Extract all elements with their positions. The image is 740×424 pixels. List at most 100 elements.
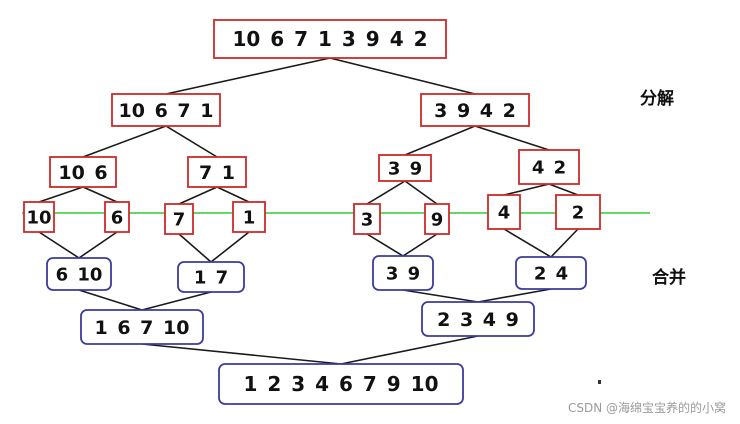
split-node-s5: 3 9 (378, 154, 432, 182)
merge-node-m1: 1 7 (177, 261, 245, 293)
edge-s6-l7 (548, 183, 579, 196)
node-label: 10 6 7 1 3 9 4 2 (233, 27, 428, 51)
edge-s3-l1 (82, 186, 118, 203)
split-node-s1: 10 6 7 1 (111, 93, 221, 127)
merge-node-m3: 2 4 (515, 256, 587, 290)
edge-l0-m0 (38, 231, 80, 259)
split-node-l0: 10 (23, 201, 55, 233)
edge-s1-s4 (165, 125, 218, 158)
merge-node-m2: 3 9 (372, 255, 434, 291)
split-node-s6: 4 2 (518, 149, 580, 185)
node-label: 1 2 3 4 6 7 9 10 (244, 372, 439, 396)
node-box (104, 201, 130, 233)
node-label: 1 6 7 10 (95, 317, 190, 339)
node-label: 4 2 (532, 157, 566, 178)
edge-s0-s2 (329, 57, 476, 95)
node-label: 2 3 4 9 (437, 309, 519, 331)
split-node-l7: 2 (555, 194, 601, 230)
edge-m1-m4 (141, 291, 212, 311)
edge-s2-s5 (404, 125, 476, 156)
split-node-l1: 6 (104, 201, 130, 233)
node-box (421, 301, 535, 337)
merge-phase-label: 合并 (652, 268, 686, 288)
split-node-l6: 4 (487, 194, 521, 230)
edge-l5-m2 (402, 233, 438, 257)
merge-node-m6: 1 2 3 4 6 7 9 10 (218, 363, 464, 405)
node-box (111, 93, 221, 127)
node-label: 3 (361, 209, 374, 230)
node-label: 7 1 (199, 162, 235, 184)
watermark: CSDN @海绵宝宝养的的小窝 (567, 401, 726, 415)
node-box (23, 201, 55, 233)
node-label: 3 9 (388, 158, 422, 179)
split-node-s0: 10 6 7 1 3 9 4 2 (213, 19, 447, 59)
edge-l3-m1 (210, 231, 250, 263)
node-label: 10 6 (58, 162, 107, 184)
edge-m4-m6 (141, 343, 342, 365)
node-box (46, 257, 112, 291)
node-label: 7 (173, 209, 186, 230)
node-box (518, 149, 580, 185)
node-label: 1 (243, 207, 256, 228)
node-box (213, 19, 447, 59)
node-box (487, 194, 521, 230)
merge-node-m4: 1 6 7 10 (80, 309, 204, 345)
node-box (353, 203, 381, 235)
node-box (378, 154, 432, 182)
node-label: 6 10 (56, 264, 103, 285)
edge-m0-m4 (78, 289, 143, 311)
node-box (420, 93, 530, 127)
split-phase-label: 分解 (640, 89, 674, 109)
node-box (49, 156, 117, 188)
edge-s6-l6 (503, 183, 550, 196)
stray-dot (598, 380, 601, 384)
node-box (372, 255, 434, 291)
node-box (515, 256, 587, 290)
node-box (555, 194, 601, 230)
edges (38, 57, 579, 365)
edge-l6-m3 (503, 228, 552, 258)
edge-s5-l5 (404, 180, 438, 205)
node-label: 2 4 (534, 263, 568, 284)
edge-l2-m1 (178, 233, 212, 263)
edge-m3-m5 (477, 288, 552, 303)
merge-node-m0: 6 10 (46, 257, 112, 291)
edge-s0-s1 (165, 57, 331, 95)
edge-s1-s3 (82, 125, 167, 158)
edge-l7-m3 (550, 228, 579, 258)
node-label: 4 (498, 202, 511, 223)
edge-s4-l2 (178, 186, 218, 205)
node-label: 10 6 7 1 (119, 100, 214, 122)
split-node-l3: 1 (232, 201, 266, 233)
node-label: 3 9 4 2 (434, 100, 516, 122)
node-label: 6 (111, 207, 124, 228)
node-box (424, 203, 450, 235)
node-label: 3 9 (386, 263, 420, 284)
edge-s5-l4 (366, 180, 406, 205)
edge-m5-m6 (340, 335, 479, 365)
node-box (232, 201, 266, 233)
edge-l1-m0 (78, 231, 118, 259)
node-box (187, 156, 247, 188)
split-node-l2: 7 (164, 203, 194, 235)
edge-s3-l0 (38, 186, 84, 203)
edge-s2-s6 (474, 125, 550, 151)
node-box (177, 261, 245, 293)
node-box (218, 363, 464, 405)
node-label: 2 (572, 202, 585, 223)
edge-s4-l3 (216, 186, 250, 203)
split-node-s2: 3 9 4 2 (420, 93, 530, 127)
nodes: 10 6 7 1 3 9 4 2 10 6 7 1 3 9 4 2 10 6 7 1 3 … (23, 19, 601, 405)
split-node-s4: 7 1 (187, 156, 247, 188)
edge-m2-m5 (402, 289, 479, 303)
edge-l4-m2 (366, 233, 404, 257)
node-box (80, 309, 204, 345)
merge-node-m5: 2 3 4 9 (421, 301, 535, 337)
node-label: 1 7 (194, 267, 228, 288)
node-box (164, 203, 194, 235)
node-label: 9 (431, 209, 444, 230)
split-node-l4: 3 (353, 203, 381, 235)
node-label: 10 (26, 207, 51, 228)
split-node-s3: 10 6 (49, 156, 117, 188)
